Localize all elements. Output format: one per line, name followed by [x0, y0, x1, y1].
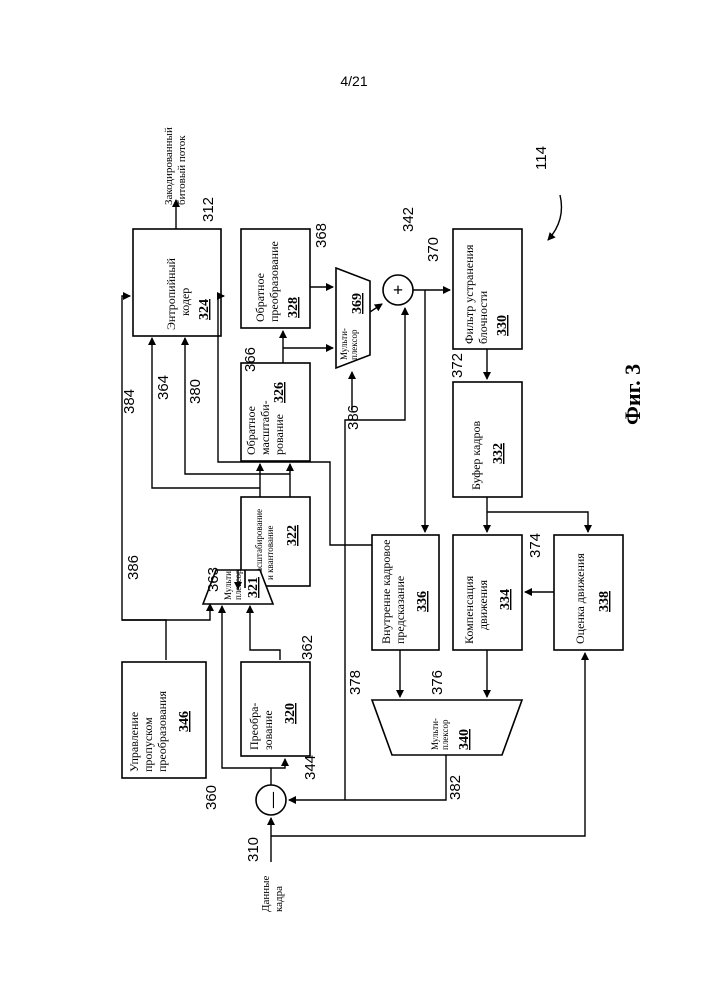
svg-text:360: 360 — [203, 785, 220, 810]
svg-text:336: 336 — [415, 591, 430, 612]
svg-text:364: 364 — [155, 375, 172, 400]
svg-text:342: 342 — [400, 207, 417, 232]
svg-text:Обратное: Обратное — [253, 273, 267, 322]
frame-buffer-block: Буфер кадров 332 — [453, 382, 522, 497]
svg-text:кадра: кадра — [273, 886, 285, 912]
svg-text:326: 326 — [272, 382, 287, 403]
svg-text:зование: зование — [261, 710, 275, 750]
transform-bypass-control-block: Управление пропуском преобразования 346 — [122, 662, 206, 778]
inverse-scaling-block: Обратное масштаби- рование 326 — [241, 363, 310, 461]
page-number: 4/21 — [340, 73, 367, 89]
svg-text:346: 346 — [177, 711, 192, 732]
entropy-coder-block: Энтропийный кодер 324 — [133, 229, 221, 336]
svg-text:масштаби-: масштаби- — [258, 400, 272, 455]
svg-text:преобразование: преобразование — [267, 241, 281, 322]
svg-text:+: + — [393, 280, 403, 300]
svg-text:321: 321 — [246, 577, 261, 598]
svg-text:322: 322 — [285, 525, 300, 546]
svg-text:Закодированный: Закодированный — [163, 127, 175, 205]
adder-circle: + — [383, 275, 413, 305]
svg-text:362: 362 — [299, 635, 316, 660]
svg-text:384: 384 — [121, 389, 138, 414]
inverse-transform-block: Обратное преобразование 328 — [241, 229, 310, 328]
svg-text:344: 344 — [302, 755, 319, 780]
svg-text:Мульти: Мульти — [223, 571, 233, 600]
svg-text:376: 376 — [429, 670, 446, 695]
svg-text:320: 320 — [283, 703, 298, 724]
svg-text:Фильтр устранения: Фильтр устранения — [462, 244, 476, 344]
svg-text:374: 374 — [527, 533, 544, 558]
svg-text:предсказание: предсказание — [393, 576, 407, 644]
svg-text:Обратное: Обратное — [244, 406, 258, 455]
motion-compensation-block: Компенсация движения 334 — [453, 535, 522, 650]
svg-text:битовый поток: битовый поток — [176, 135, 188, 205]
svg-text:движения: движения — [476, 580, 490, 630]
svg-text:378: 378 — [347, 670, 364, 695]
svg-text:382: 382 — [447, 775, 464, 800]
svg-text:рование: рование — [272, 414, 286, 455]
svg-text:и квантование: и квантование — [265, 526, 275, 580]
svg-text:330: 330 — [495, 315, 510, 336]
intra-prediction-block: Внутренне кадровое предсказание 336 — [372, 535, 439, 650]
svg-text:310: 310 — [245, 837, 262, 862]
svg-text:366: 366 — [242, 347, 259, 372]
svg-text:Мульти-: Мульти- — [430, 718, 440, 750]
svg-text:369: 369 — [350, 293, 365, 314]
svg-text:372: 372 — [449, 353, 466, 378]
svg-text:334: 334 — [498, 589, 513, 610]
svg-text:338: 338 — [597, 591, 612, 612]
svg-text:Данные: Данные — [260, 875, 272, 912]
svg-text:Управление: Управление — [127, 712, 141, 772]
svg-text:386: 386 — [125, 555, 142, 580]
svg-text:Оценка движения: Оценка движения — [573, 553, 587, 644]
svg-text:плексор: плексор — [440, 719, 450, 750]
svg-text:370: 370 — [425, 237, 442, 262]
diagram-ref-arrow — [548, 195, 562, 240]
svg-text:312: 312 — [200, 197, 217, 222]
multiplexer-340: Мульти- плексор 340 — [372, 700, 522, 755]
diagram-ref-114: 114 — [533, 146, 550, 170]
svg-text:преобразования: преобразования — [155, 690, 169, 772]
encoded-bitstream-label: Закодированный битовый поток — [163, 127, 188, 205]
svg-text:Буфер кадров: Буфер кадров — [469, 421, 483, 490]
svg-text:332: 332 — [491, 443, 506, 464]
svg-text:кодер: кодер — [178, 288, 192, 316]
svg-text:блочности: блочности — [476, 290, 490, 344]
svg-text:Внутренне кадровое: Внутренне кадровое — [379, 540, 393, 644]
motion-estimation-block: Оценка движения 338 — [554, 535, 623, 650]
svg-text:363: 363 — [205, 567, 222, 592]
frame-data-label: Данные кадра — [260, 875, 285, 912]
subtractor-circle: — — [256, 785, 286, 815]
svg-text:плексор: плексор — [349, 329, 359, 360]
figure-label: Фиг. 3 — [620, 364, 645, 425]
svg-text:Энтропийный: Энтропийный — [164, 258, 178, 330]
svg-text:пропуском: пропуском — [141, 717, 155, 772]
svg-text:328: 328 — [286, 297, 301, 318]
deblocking-filter-block: Фильтр устранения блочности 330 — [453, 229, 522, 349]
multiplexer-369: Мульти- плексор 369 — [336, 268, 370, 368]
svg-text:Компенсация: Компенсация — [462, 575, 476, 644]
svg-text:Мульти-: Мульти- — [339, 328, 349, 360]
transform-block: Преобра- зование 320 — [241, 662, 310, 756]
svg-text:380: 380 — [187, 379, 204, 404]
svg-text:386: 386 — [345, 405, 362, 430]
svg-text:340: 340 — [457, 729, 472, 750]
svg-text:324: 324 — [197, 299, 212, 320]
svg-text:368: 368 — [313, 223, 330, 248]
svg-text:—: — — [264, 791, 281, 809]
svg-text:Преобра-: Преобра- — [247, 703, 261, 750]
